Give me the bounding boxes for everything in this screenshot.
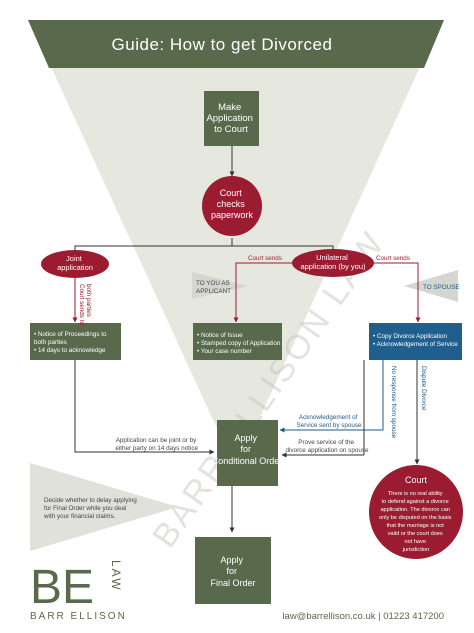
to-you-pointer <box>192 272 248 299</box>
edge-unilateral-to-spouse <box>374 262 421 323</box>
logo-law: LAW <box>109 560 123 592</box>
joint-either-label: Application can be joint or by either pa… <box>115 437 198 452</box>
spouse-notice-box <box>369 323 462 360</box>
joint-application-text: Joint application <box>57 254 93 272</box>
make-application-text: Make Application to Court <box>206 102 255 135</box>
joint-application-node <box>41 250 109 278</box>
make-application-node <box>204 91 259 146</box>
court-sends-both-label: Court sends to both parties <box>78 284 92 327</box>
edge-ack-to-conditional <box>279 360 384 433</box>
edge-court-to-unilateral <box>232 245 334 250</box>
court-dispute-node <box>369 465 463 559</box>
joint-notice-box <box>30 323 121 360</box>
apply-final-node <box>195 537 271 604</box>
edge-joint-to-conditional <box>74 360 215 455</box>
you-notice-text: • Notice of Issue • Stamped copy of Appl… <box>197 332 282 355</box>
spouse-notice-text: • Copy Divorce Application • Acknowledge… <box>373 333 458 348</box>
logo-be: BE <box>30 561 94 614</box>
court-checks-node <box>202 176 262 236</box>
header-banner <box>28 20 444 68</box>
to-spouse-label: TO SPOUSE <box>423 284 460 291</box>
you-notice-box <box>193 323 282 360</box>
unilateral-application-text: Unilateral application (by you) <box>300 253 366 271</box>
logo-name: BARR ELLISON <box>30 611 127 622</box>
page-title: Guide: How to get Divorced <box>112 35 333 54</box>
court-dispute-title: Court <box>405 475 428 485</box>
edge-court-to-joint <box>74 238 233 250</box>
joint-notice-text: • Notice of Proceedings to both parties … <box>34 331 108 354</box>
edge-unilateral-to-you <box>233 262 292 323</box>
delay-note-pointer <box>30 463 178 551</box>
prove-service-label: Prove service of the divorce application… <box>286 439 369 454</box>
ack-sent-label: Acknowledgement of Service sent by spous… <box>296 414 362 429</box>
apply-final-text: Apply for Final Order <box>210 555 255 588</box>
dispute-label: Dispute Divorce <box>420 366 427 411</box>
apply-conditional-text: Apply for Conditional Order <box>212 433 283 466</box>
court-sends-right-label: Court sends <box>376 255 410 262</box>
no-response-label: No response from spouse <box>390 366 397 439</box>
delay-note-text: Decide whether to delay applying for Fin… <box>43 497 139 520</box>
court-dispute-body: There is no real ability to defend again… <box>379 491 453 553</box>
court-sends-left-label: Court sends <box>248 255 282 262</box>
to-you-label: TO YOU AS APPLICANT <box>196 280 231 295</box>
apply-conditional-node <box>217 420 278 486</box>
contact-info: law@barrellison.co.uk | 01223 417200 <box>282 611 444 622</box>
court-checks-text: Court checks paperwork <box>211 188 254 220</box>
unilateral-application-node <box>292 249 374 277</box>
to-spouse-pointer <box>404 270 458 302</box>
